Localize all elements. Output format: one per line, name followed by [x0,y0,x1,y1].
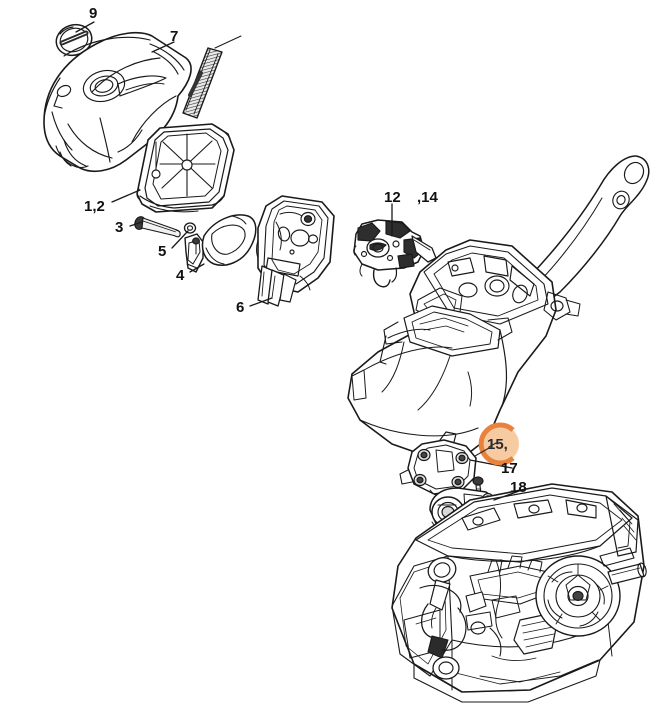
part-fuel-cap [55,23,93,57]
part-intake-baffle [201,214,257,266]
callout-label-7: 7 [170,28,179,45]
part-air-filter-base [256,195,335,307]
part-air-filter-element [136,123,235,213]
part-tank-handle-housing [347,155,650,459]
part-choke-rod-grommet [183,222,197,234]
callout-label-14: ,14 [417,189,438,206]
callout-leader-lines [75,21,523,501]
part-flywheel-fan [535,555,621,637]
highlight-ring-15 [474,422,519,466]
callout-label-9: 9 [89,5,98,22]
part-engine-crankcase-assembly [391,483,647,703]
callout-label-18: 18 [510,479,527,496]
callout-label-12: 12 [384,189,401,206]
callout-label-3: 3 [115,219,124,236]
part-choke-lever [184,233,204,273]
callout-label-1-2: 1,2 [84,198,105,215]
callout-label-15-highlighted: 15, [487,436,508,453]
part-filter-screw [134,216,181,238]
part-hatched-filter-strip [182,35,242,119]
callout-label-4: 4 [176,267,185,284]
part-carburetor [353,219,437,288]
callout-label-17: 17 [501,460,518,477]
callout-label-5: 5 [158,243,167,260]
part-intake-flange [399,431,477,497]
callout-label-6: 6 [236,299,245,316]
